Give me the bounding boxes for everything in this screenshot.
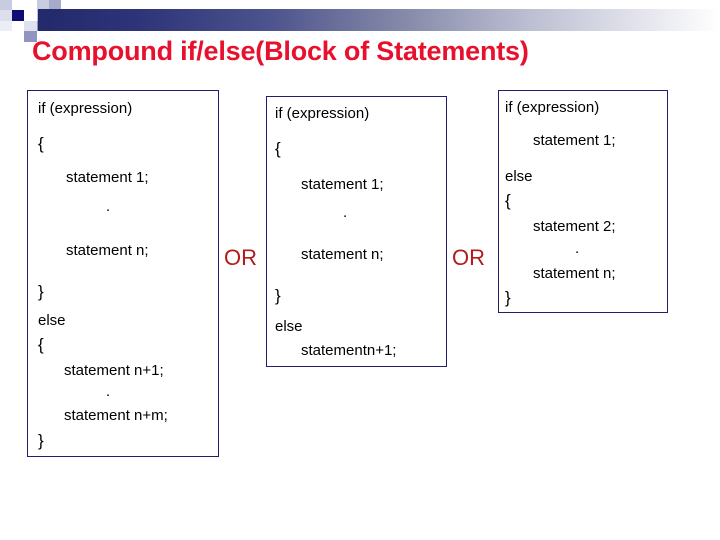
code-line: else (275, 318, 303, 335)
code-line: else (38, 312, 66, 329)
code-line: . (106, 198, 111, 215)
code-line: } (38, 431, 44, 450)
code-line: else (505, 168, 533, 185)
code-line: statement 1; (301, 176, 384, 193)
code-line: } (38, 282, 44, 301)
decorative-square (37, 0, 49, 10)
if-single-else-block-box: if (expression) statement 1; else { statemen… (498, 90, 668, 313)
page-title: Compound if/else(Block of Statements) (32, 36, 529, 66)
compound-if-else-box: if (expression) { statement 1;. statement n… (27, 90, 219, 457)
or-label-2: OR (452, 245, 485, 270)
decorative-square (24, 21, 37, 31)
decorative-square (0, 0, 12, 10)
decorative-square (0, 10, 12, 21)
code-line: statement n; (66, 242, 149, 259)
code-line: statement 2; (533, 218, 616, 235)
code-line: { (275, 139, 281, 158)
code-line: statement n; (301, 246, 384, 263)
code-line: statement n+1; (64, 362, 164, 379)
code-line: statement 1; (66, 169, 149, 186)
code-line: . (575, 240, 580, 257)
or-label-1: OR (224, 245, 257, 270)
decorative-square (0, 21, 12, 31)
code-line: statement n+m; (64, 407, 168, 424)
decorative-square (24, 31, 37, 42)
decorative-square (49, 0, 61, 10)
code-line: statement 1; (533, 132, 616, 149)
if-block-else-single-box: if (expression) { statement 1;. statement n… (266, 96, 447, 367)
code-line: if (expression) (275, 105, 370, 122)
code-line: } (275, 286, 281, 305)
code-line: { (38, 134, 44, 153)
header-gradient-bar (38, 9, 720, 31)
code-line: { (505, 191, 511, 210)
code-line: statement n; (533, 265, 616, 282)
decorative-square (24, 0, 36, 10)
code-line: if (expression) (505, 99, 600, 116)
code-line: statementn+1; (301, 342, 397, 359)
code-line: } (505, 288, 511, 307)
code-line: . (343, 204, 348, 221)
code-line: if (expression) (38, 100, 133, 117)
code-line: { (38, 335, 44, 354)
decorative-square (12, 10, 24, 21)
code-line: . (106, 383, 111, 400)
